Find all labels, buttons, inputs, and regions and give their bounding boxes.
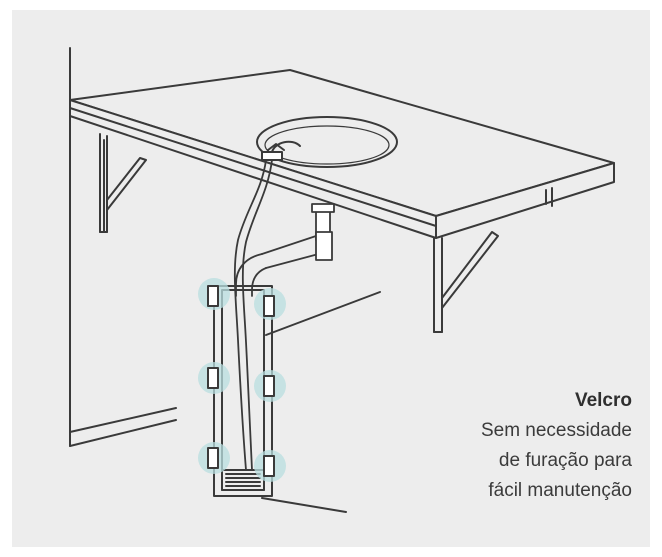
faucet-icon	[261, 140, 301, 161]
caption-line-3: fácil manutenção	[488, 480, 632, 501]
illustration-panel	[12, 10, 650, 547]
sink-icon	[256, 116, 398, 168]
left-bracket	[99, 133, 147, 233]
velcro-strap-clips	[207, 285, 275, 477]
countertop	[69, 69, 615, 239]
velcro-caption: Velcro Sem necessidade de furação para f…	[392, 386, 632, 506]
caption-title: Velcro	[574, 390, 632, 411]
right-bracket	[433, 187, 553, 333]
drain-pipe-icon	[233, 159, 335, 471]
caption-line-1: Sem necessidade	[480, 420, 632, 441]
caption-line-2: de furação para	[498, 450, 632, 471]
cabinet-lines	[69, 291, 381, 513]
